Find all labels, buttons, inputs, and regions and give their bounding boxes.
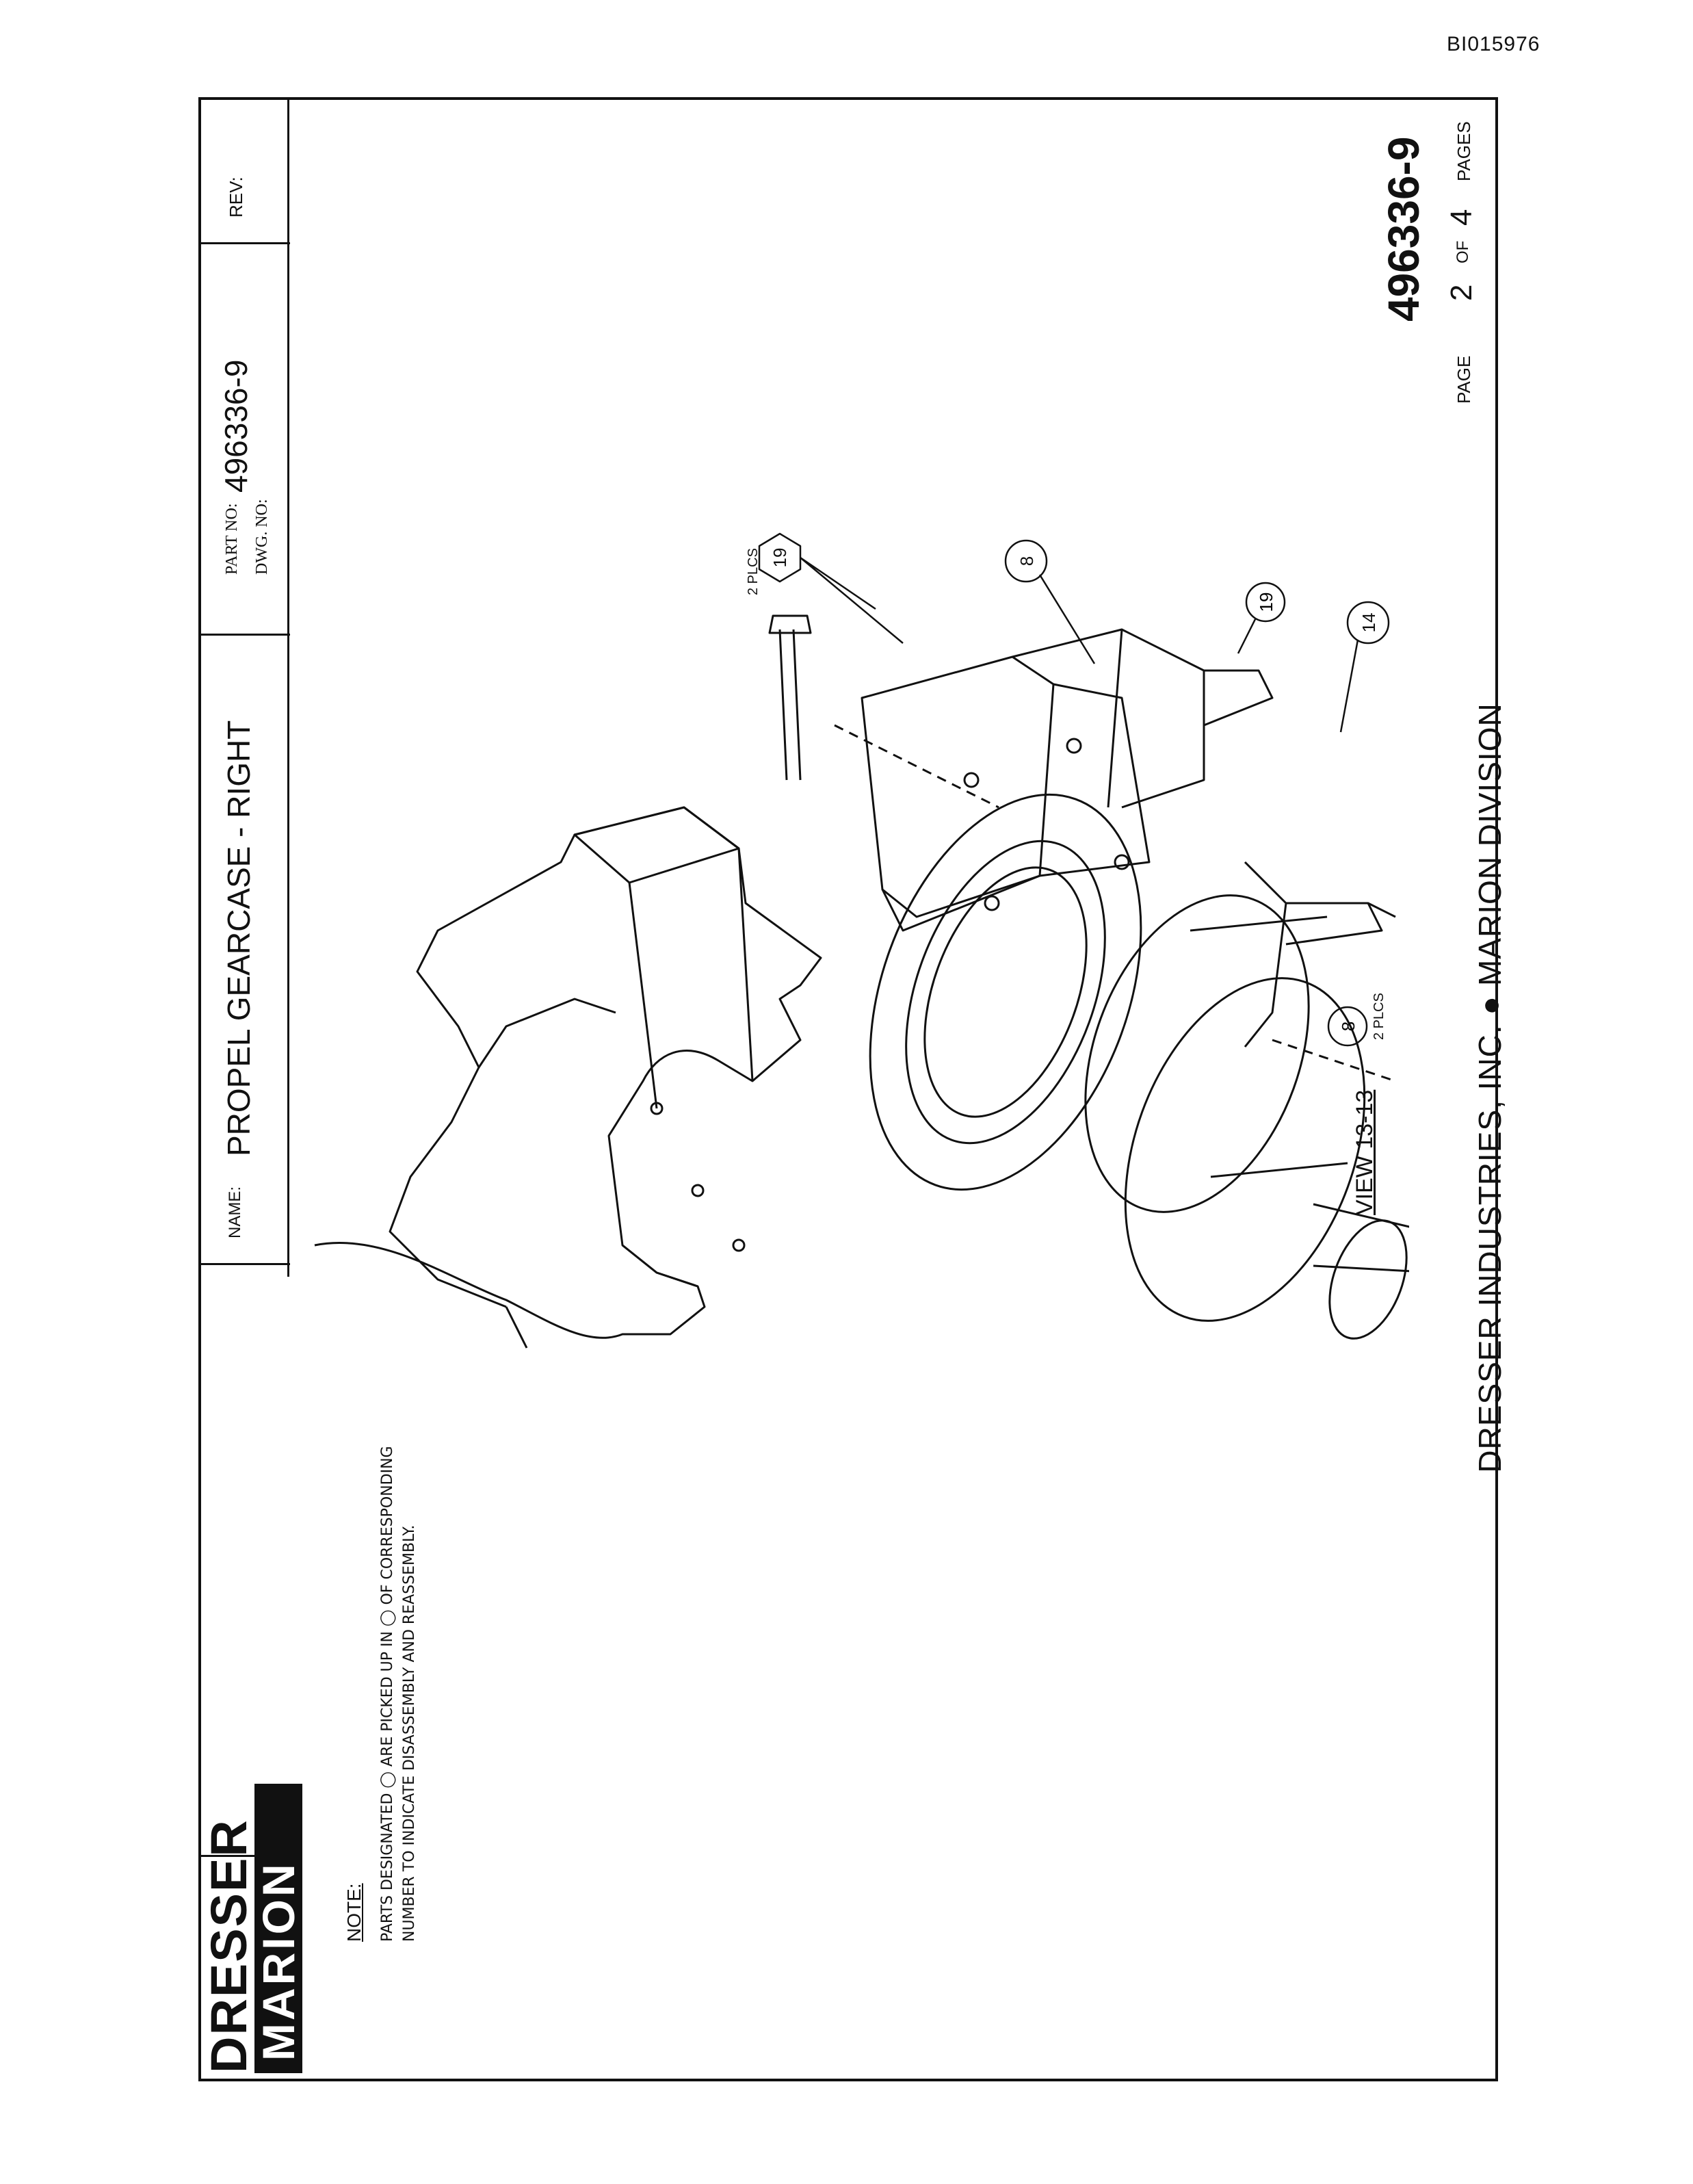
- callout-14: [1346, 601, 1390, 645]
- page-number: 2: [1445, 284, 1478, 301]
- svg-text:8: 8: [1016, 556, 1037, 566]
- company-footer: DRESSER INDUSTRIES, INC. ● MARION DIVISI…: [1472, 703, 1508, 1473]
- footer-part-number: 496336-9: [1379, 136, 1428, 322]
- callout-note-8-bottom: 2 PLCS: [1372, 993, 1387, 1040]
- bearing-ring-upper: [869, 793, 1142, 1191]
- bolt: [768, 614, 812, 781]
- callout-8-top: [1004, 539, 1048, 583]
- of-label: OF: [1454, 240, 1472, 263]
- title-band-end: [201, 1263, 290, 1265]
- callouts: 19 8 14: [758, 532, 1390, 733]
- exploded-view-drawing: 19 8 14: [314, 532, 1409, 1349]
- callout-19-right: 19: [1237, 582, 1286, 654]
- gearcase-housing: [314, 628, 1396, 1349]
- part-name: PROPEL GEARCASE - RIGHT: [221, 720, 257, 1156]
- title-band-line: [287, 100, 289, 1277]
- callout-19-hex: [758, 532, 802, 583]
- logo-dresser: DRESSER: [200, 1819, 257, 2073]
- rev-label: REV:: [226, 177, 246, 218]
- dwg-no-label: DWG. NO:: [253, 499, 271, 575]
- note-line1: PARTS DESIGNATED ◯ ARE PICKED UP IN ◯ OF…: [379, 1446, 396, 1942]
- svg-text:19: 19: [770, 548, 790, 568]
- page-label: PAGE: [1454, 355, 1474, 404]
- name-label: NAME:: [226, 1186, 244, 1238]
- svg-text:19: 19: [1256, 593, 1276, 612]
- title-divider-2: [201, 242, 290, 244]
- note-line2: NUMBER TO INDICATE DISASSEMBLY AND REASS…: [401, 1524, 418, 1942]
- logo-divider: [201, 1855, 297, 1857]
- note-label: NOTE:: [343, 1883, 365, 1942]
- pages-label: PAGES: [1454, 121, 1474, 181]
- logo-marion: MARION: [253, 1784, 304, 2073]
- document-id: BI015976: [1447, 33, 1540, 55]
- total-pages: 4: [1445, 209, 1478, 226]
- shaft-assembly: [1084, 894, 1409, 1340]
- drawing-frame: [198, 97, 1498, 2081]
- alignment-lines: [834, 724, 1396, 1082]
- part-no-label: PART NO:: [223, 503, 241, 575]
- svg-text:8: 8: [1338, 1022, 1359, 1031]
- callout-note-8-top: 2 PLCS: [746, 548, 761, 595]
- callout-8-right: 8: [1327, 1006, 1368, 1047]
- title-divider-1: [201, 634, 290, 636]
- part-no-value: 496336-9: [218, 359, 254, 493]
- svg-text:14: 14: [1359, 613, 1379, 633]
